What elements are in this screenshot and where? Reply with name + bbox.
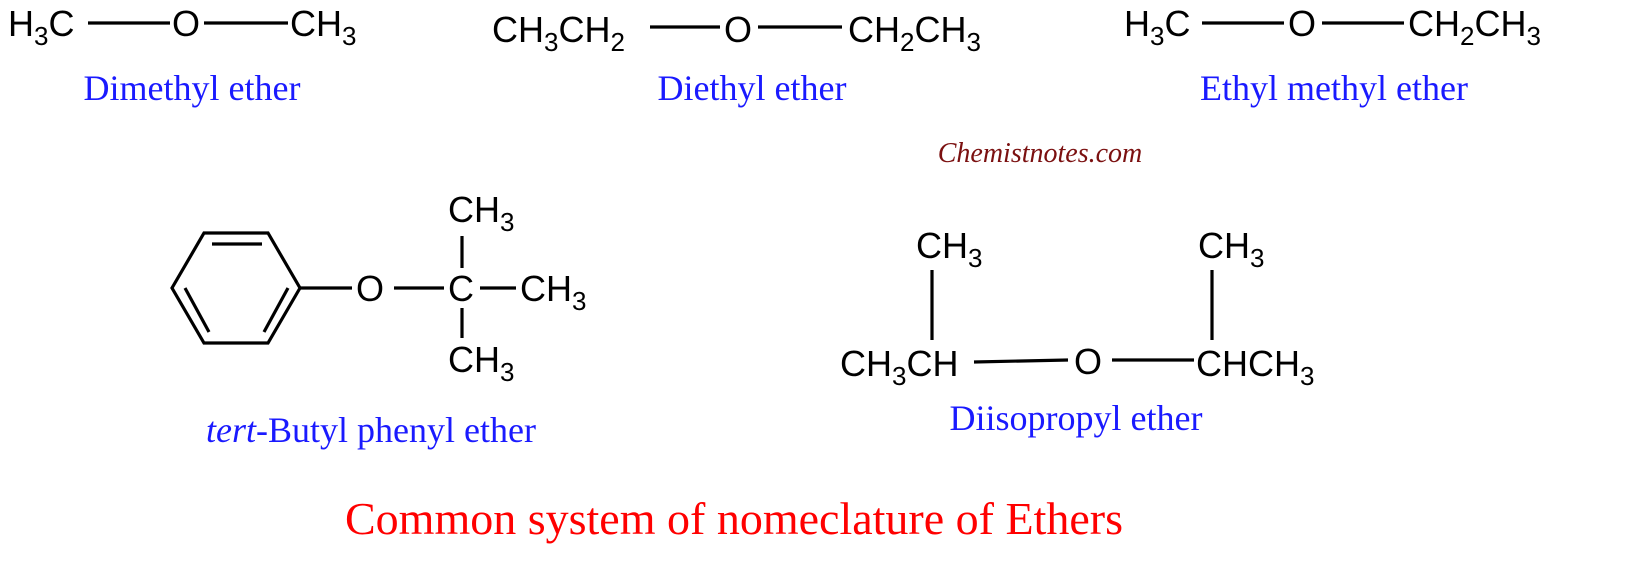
tert-butyl-central-carbon: C <box>448 268 474 309</box>
tert-butyl-methyl-right: CH3 <box>520 268 586 316</box>
ethyl-methyl-ether-structure: H3C O CH2CH3 Ethyl methyl ether <box>1124 3 1541 108</box>
diisopropyl-right-methyl: CH3 <box>1198 225 1264 273</box>
diisopropyl-left-methyl: CH3 <box>916 225 982 273</box>
dimethyl-ether-structure: H3C O CH3 Dimethyl ether <box>8 3 356 108</box>
dimethyl-oxygen: O <box>172 3 200 44</box>
watermark-text: Chemistnotes.com <box>938 138 1143 169</box>
tert-butyl-phenyl-ether-name: tert-Butyl phenyl ether <box>206 410 536 450</box>
ethyl-methyl-left-methyl: H3C <box>1124 3 1190 51</box>
ethyl-methyl-ether-name: Ethyl methyl ether <box>1200 68 1468 108</box>
diisopropyl-bond-left <box>973 358 1069 364</box>
diisopropyl-left-group: CH3CH <box>840 343 958 391</box>
tert-butyl-methyl-top: CH3 <box>448 189 514 237</box>
benzene-double-bond-left <box>183 287 211 333</box>
ethyl-methyl-right-ethyl: CH2CH3 <box>1408 3 1541 51</box>
page-title: Common system of nomeclature of Ethers <box>345 493 1123 544</box>
diethyl-oxygen: O <box>724 9 752 50</box>
diethyl-right-ethyl: CH2CH3 <box>848 9 981 57</box>
dimethyl-ether-name: Dimethyl ether <box>84 68 301 108</box>
diisopropyl-right-group: CHCH3 <box>1196 343 1314 391</box>
diisopropyl-ether-name: Diisopropyl ether <box>950 398 1203 438</box>
dimethyl-right-methyl: CH3 <box>290 3 356 51</box>
ethyl-methyl-oxygen: O <box>1288 3 1316 44</box>
dimethyl-left-methyl: H3C <box>8 3 74 51</box>
diisopropyl-ether-structure: CH3 CH3CH O CH3 CHCH3 Diisopropyl ether <box>840 225 1314 438</box>
diethyl-left-ethyl: CH3CH2 <box>492 9 625 57</box>
diethyl-ether-structure: CH3CH2 O CH2CH3 Diethyl ether <box>492 9 981 108</box>
tert-butyl-methyl-bottom: CH3 <box>448 339 514 387</box>
benzene-double-bond-right <box>262 287 290 333</box>
tert-butyl-oxygen: O <box>356 268 384 309</box>
tert-butyl-phenyl-ether-structure: O C CH3 CH3 CH3 tert-Butyl phenyl ether <box>170 189 586 450</box>
benzene-ring <box>170 231 302 345</box>
diisopropyl-oxygen: O <box>1074 341 1102 382</box>
diethyl-ether-name: Diethyl ether <box>658 68 847 108</box>
